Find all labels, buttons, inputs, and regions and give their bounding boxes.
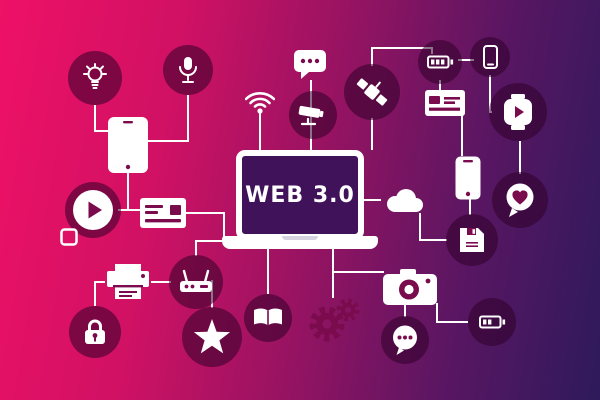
gears-icon xyxy=(305,296,365,344)
laptop-notch xyxy=(282,236,318,240)
id-card-icon xyxy=(140,198,186,228)
smartphone-small-icon xyxy=(470,37,510,77)
floppy-disk-icon xyxy=(446,214,498,266)
laptop-base xyxy=(222,236,378,249)
open-book-icon xyxy=(244,294,292,342)
play-button-icon xyxy=(65,182,121,238)
smartwatch-icon xyxy=(489,83,547,141)
chat-dots-icon xyxy=(381,316,429,364)
credit-card-icon xyxy=(425,90,465,116)
camera-icon xyxy=(383,269,437,305)
tablet-icon xyxy=(108,117,148,173)
padlock-icon xyxy=(69,306,121,358)
battery-level-icon xyxy=(468,298,516,346)
battery-icon xyxy=(418,40,462,84)
satellite-icon xyxy=(344,64,400,120)
heart-message-icon xyxy=(492,172,548,228)
cloud-icon xyxy=(381,186,425,214)
router-icon xyxy=(169,255,223,309)
security-camera-icon xyxy=(289,91,337,139)
smartphone-icon xyxy=(455,156,481,200)
wifi-icon xyxy=(245,88,275,114)
chat-bubbles-icon xyxy=(292,48,330,80)
window-icon xyxy=(60,228,78,246)
printer-icon xyxy=(105,264,151,300)
microphone-icon xyxy=(163,45,213,95)
star-icon xyxy=(182,307,242,367)
laptop-screen: WEB 3.0 xyxy=(236,150,364,240)
web3-title: WEB 3.0 xyxy=(245,182,355,208)
lightbulb-icon xyxy=(68,51,122,105)
